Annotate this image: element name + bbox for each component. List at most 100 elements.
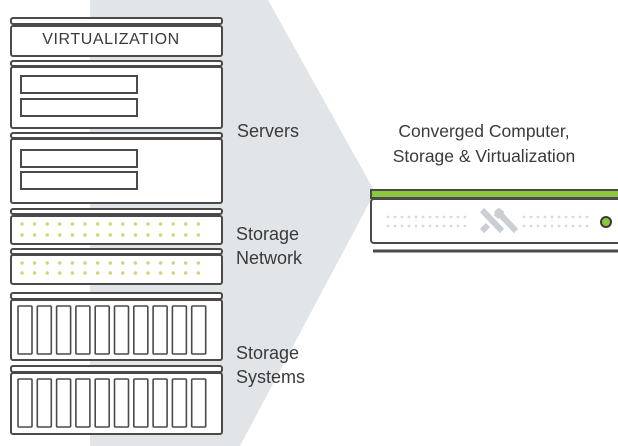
- switch-port-dot: [133, 233, 138, 237]
- disk-bay: [133, 305, 149, 355]
- switch-port-dot: [32, 233, 37, 237]
- vent-dot: [463, 224, 467, 228]
- switch-port-dot: [58, 271, 62, 275]
- disk-bay: [171, 305, 188, 355]
- switch-port-dot: [45, 222, 49, 226]
- switch-port-dot: [20, 271, 24, 275]
- switch-port-dot: [58, 222, 62, 226]
- disk-bay: [55, 305, 72, 355]
- vent-dot: [414, 215, 418, 219]
- switch-port-dot: [121, 271, 125, 275]
- switch-port-dot: [95, 222, 100, 226]
- switch-port-dot: [158, 271, 163, 275]
- switch-port-dot: [146, 233, 150, 237]
- switch-port-dot: [83, 233, 87, 237]
- vent-dot: [557, 224, 561, 228]
- disk-bay: [94, 305, 110, 355]
- virtualization-label: VIRTUALIZATION: [42, 31, 180, 48]
- switch-port-dot: [32, 222, 37, 226]
- vent-dot: [564, 215, 568, 219]
- virtualization-unit: [10, 17, 223, 57]
- switch-port-dot: [196, 261, 201, 265]
- switch-port-dot: [184, 222, 188, 226]
- switch-port-dot: [32, 271, 37, 275]
- disk-bay: [190, 378, 207, 428]
- vent-dot: [536, 215, 540, 219]
- vent-dot: [522, 215, 526, 219]
- vent-dot: [585, 215, 589, 219]
- vent-dot: [456, 224, 460, 228]
- vent-dot: [564, 224, 568, 228]
- disk-bay: [190, 305, 207, 355]
- disk-bay: [55, 378, 72, 428]
- switch-port-dot: [196, 233, 201, 237]
- switch-port-dot: [121, 222, 125, 226]
- vent-dot: [449, 224, 453, 228]
- vent-dot: [414, 224, 418, 228]
- switch-port-dot: [133, 222, 138, 226]
- switch-port-dot: [95, 233, 100, 237]
- switch-port-dot: [83, 222, 87, 226]
- vent-dot: [449, 215, 453, 219]
- switch-port-dot: [133, 261, 138, 265]
- disk-bay: [113, 378, 130, 428]
- switch-port-dot: [83, 271, 87, 275]
- vent-dot: [529, 215, 533, 219]
- vent-dot: [428, 215, 432, 219]
- vent-dot: [442, 215, 446, 219]
- storage-disk-bays: [17, 305, 207, 428]
- switch-port-dot: [146, 261, 150, 265]
- vent-dot: [400, 215, 404, 219]
- switch-port-dot: [184, 271, 188, 275]
- vent-dot: [571, 224, 575, 228]
- switch-port-dot: [70, 233, 75, 237]
- disk-bay: [36, 378, 53, 428]
- switch-port-dot: [20, 233, 24, 237]
- disk-bay: [152, 305, 168, 355]
- storage-network-label-line-2: Network: [236, 248, 303, 268]
- switch-port-dot: [108, 271, 112, 275]
- vent-dot: [585, 224, 589, 228]
- switch-port-dot: [95, 271, 100, 275]
- disk-bay: [152, 378, 168, 428]
- vent-dot: [435, 215, 439, 219]
- vent-dot: [543, 224, 547, 228]
- network-switch-1: [10, 208, 223, 245]
- vent-dot: [463, 215, 467, 219]
- vent-dot: [386, 224, 390, 228]
- vent-dot: [393, 215, 397, 219]
- switch-port-dot: [58, 233, 62, 237]
- switch-port-dot: [158, 222, 163, 226]
- vent-dot: [550, 215, 554, 219]
- vent-dot: [393, 224, 397, 228]
- converged-title: Converged Computer, Storage & Virtualiza…: [350, 119, 618, 169]
- switch-port-dot: [108, 261, 112, 265]
- vent-dot: [578, 224, 582, 228]
- vent-dot: [442, 224, 446, 228]
- switch-port-dot: [20, 222, 24, 226]
- converged-title-line-2: Storage & Virtualization: [392, 146, 576, 166]
- converged-title-line-1: Converged Computer,: [398, 121, 570, 141]
- switch-port-dot: [121, 261, 125, 265]
- switch-port-dot: [108, 233, 112, 237]
- switch-port-dot: [196, 222, 201, 226]
- vent-dot: [571, 215, 575, 219]
- switch-port-dot: [146, 222, 150, 226]
- disk-bay: [94, 378, 110, 428]
- switch-port-dot: [45, 233, 49, 237]
- disk-bay: [113, 305, 130, 355]
- vent-dot: [550, 224, 554, 228]
- vent-dot: [543, 215, 547, 219]
- disk-bay: [171, 378, 188, 428]
- vent-dot: [400, 224, 404, 228]
- switch-port-dot: [83, 261, 87, 265]
- switch-port-dot: [95, 261, 100, 265]
- switch-port-dot: [184, 233, 188, 237]
- switch-port-dot: [45, 261, 49, 265]
- switch-port-dot: [70, 271, 75, 275]
- switch-port-dot: [158, 233, 163, 237]
- vent-dot: [407, 215, 411, 219]
- vent-dot: [407, 224, 411, 228]
- switch-port-dot: [171, 271, 175, 275]
- vent-dot: [456, 215, 460, 219]
